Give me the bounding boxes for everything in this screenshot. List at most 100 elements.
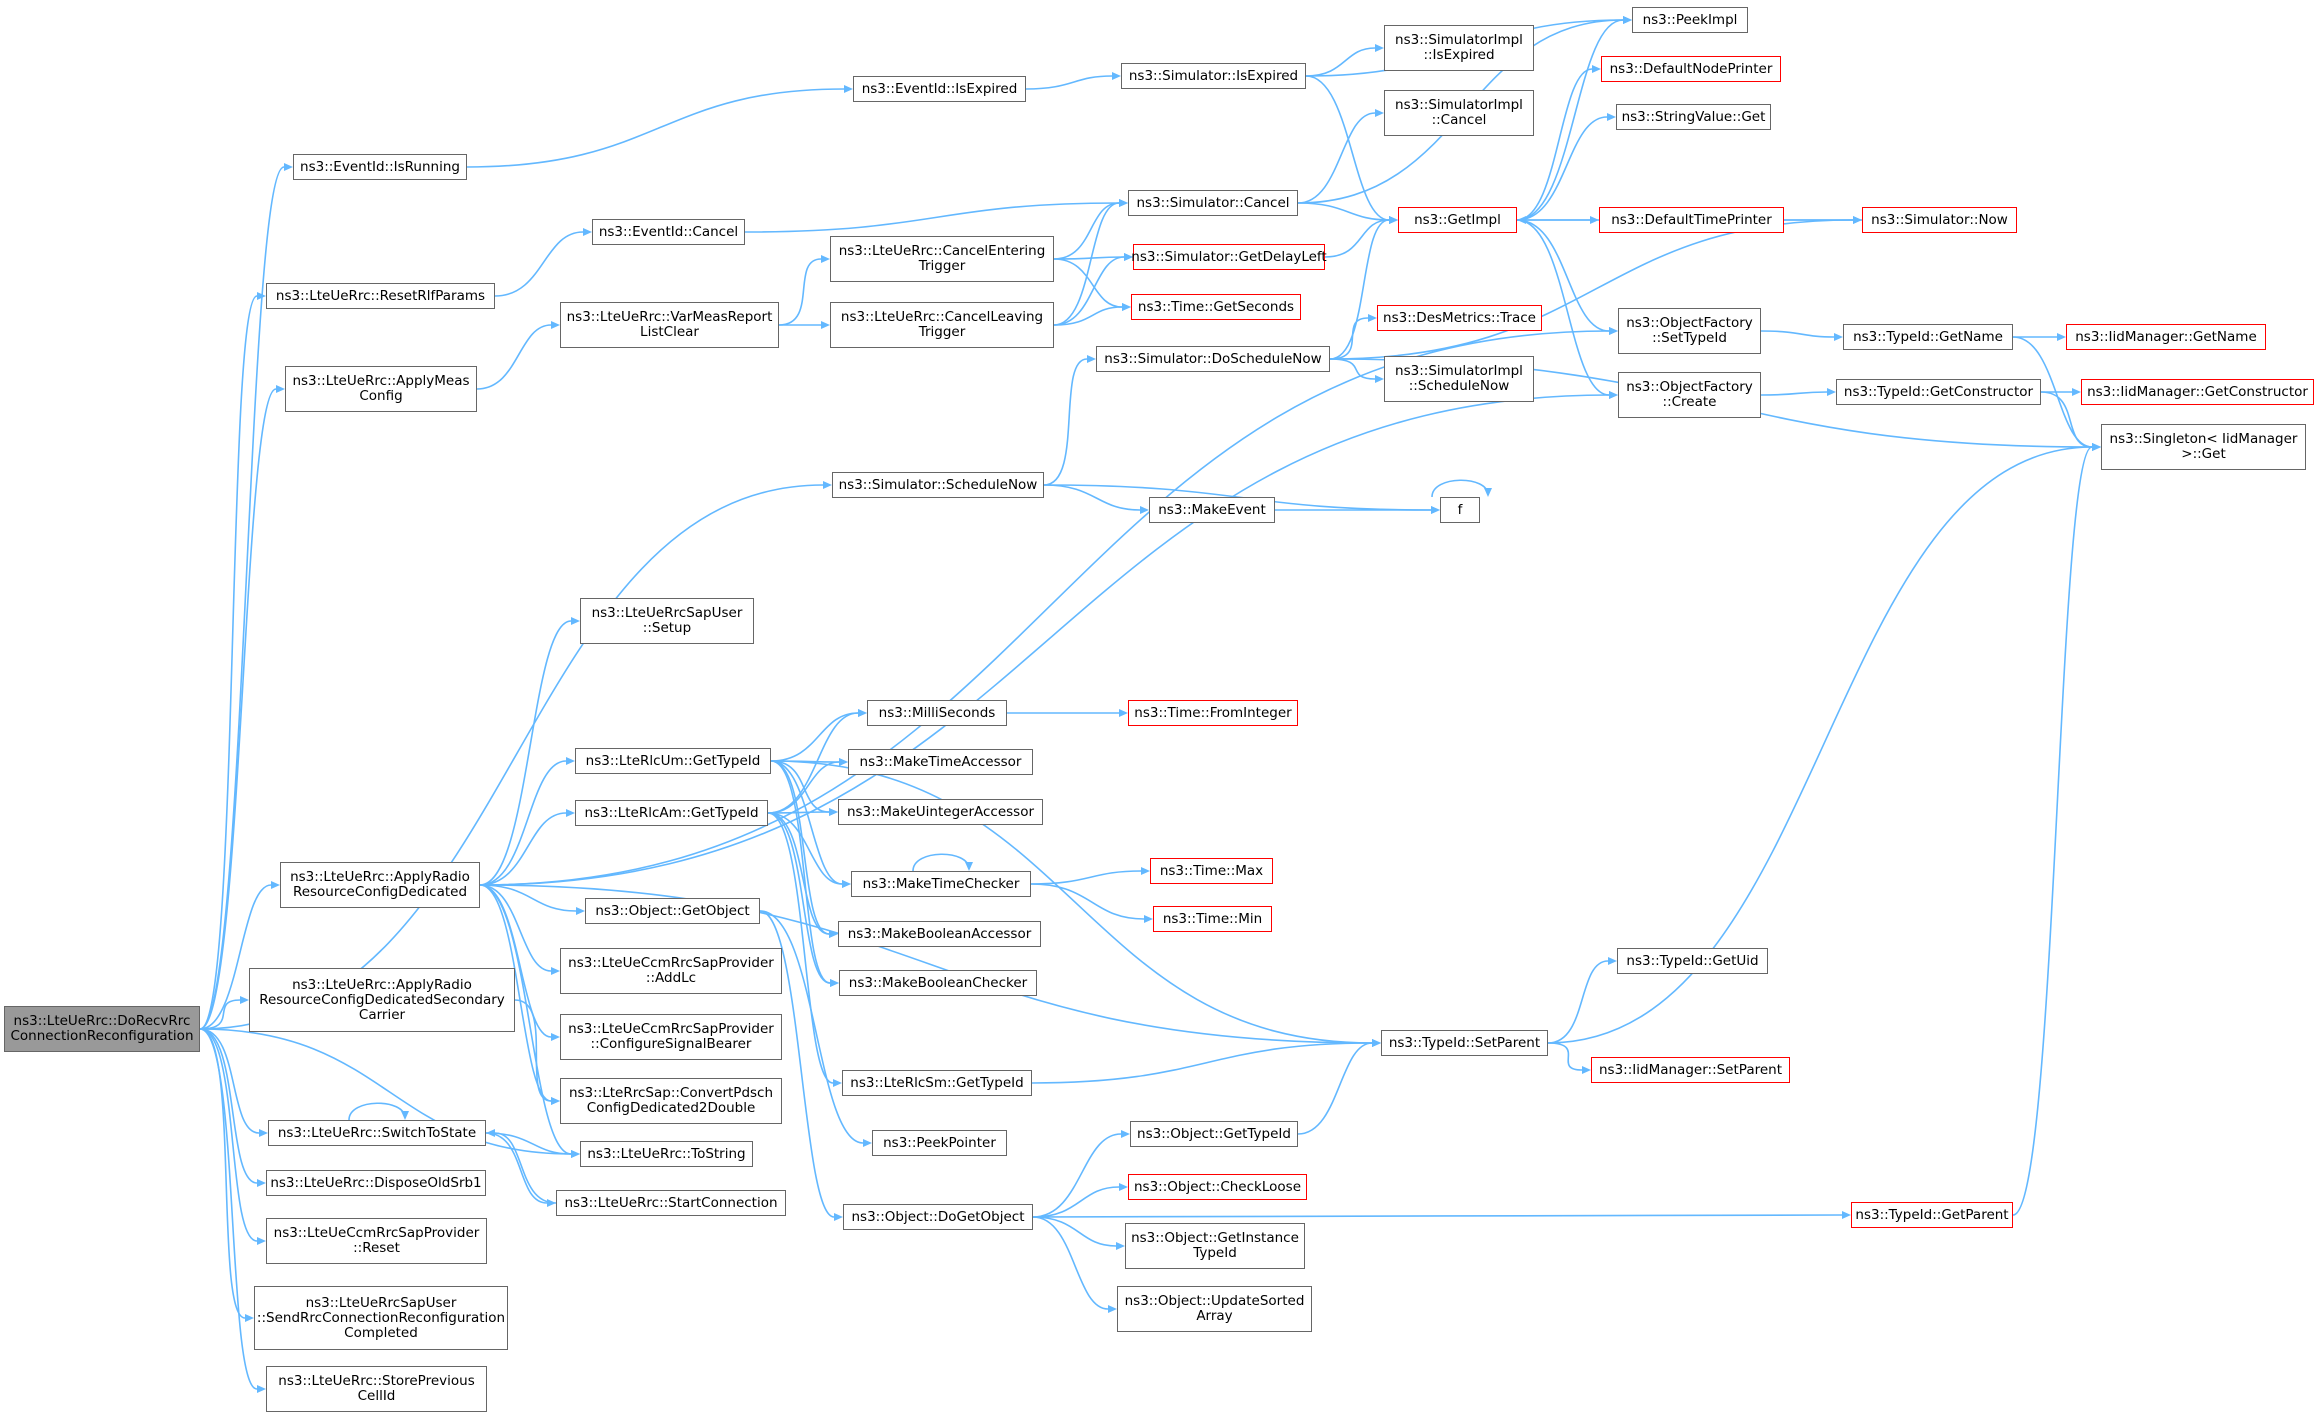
node-label-line: ns3::DefaultNodePrinter xyxy=(1609,60,1773,77)
node-get-impl[interactable]: ns3::GetImpl xyxy=(1398,207,1517,233)
node-um-get-type-id[interactable]: ns3::LteRlcUm::GetTypeId xyxy=(575,748,771,774)
node-make-uint-acc[interactable]: ns3::MakeUintegerAccessor xyxy=(838,799,1043,825)
node-tid-get-cons[interactable]: ns3::TypeId::GetConstructor xyxy=(1836,379,2041,405)
node-milli-sec[interactable]: ns3::MilliSeconds xyxy=(867,700,1007,726)
node-obj-check-loose[interactable]: ns3::Object::CheckLoose xyxy=(1128,1174,1307,1200)
call-edge xyxy=(199,292,266,1030)
node-make-bool-chk[interactable]: ns3::MakeBooleanChecker xyxy=(839,970,1037,996)
node-label-line: ns3::Simulator::DoScheduleNow xyxy=(1104,350,1322,367)
node-sim-delay-left[interactable]: ns3::Simulator::GetDelayLeft xyxy=(1131,244,1327,270)
node-label-line: ns3::Object::CheckLoose xyxy=(1133,1178,1301,1195)
node-ev-is-expired[interactable]: ns3::EventId::IsExpired xyxy=(853,76,1026,102)
node-time-max[interactable]: ns3::Time::Max xyxy=(1150,858,1273,884)
edge-arrowhead xyxy=(829,930,838,938)
node-ccm-add-lc[interactable]: ns3::LteUeCcmRrcSapProvider::AddLc xyxy=(560,948,782,994)
node-label-line: ns3::Object::GetTypeId xyxy=(1137,1125,1291,1142)
node-tid-set-parent[interactable]: ns3::TypeId::SetParent xyxy=(1381,1030,1548,1056)
node-ev-is-running[interactable]: ns3::EventId::IsRunning xyxy=(293,154,467,180)
node-label-line: ns3::MilliSeconds xyxy=(878,704,996,721)
node-def-node-printer[interactable]: ns3::DefaultNodePrinter xyxy=(1601,56,1781,82)
node-label-line: ns3::DesMetrics::Trace xyxy=(1383,309,1536,326)
call-edge xyxy=(1431,479,1492,498)
node-label-line: Completed xyxy=(344,1324,418,1341)
node-impl-is-expired[interactable]: ns3::SimulatorImpl::IsExpired xyxy=(1384,25,1534,71)
edge-arrowhead xyxy=(1484,488,1492,497)
edge-arrowhead xyxy=(1119,1183,1128,1191)
call-edge xyxy=(1516,113,1616,221)
node-label-line: ns3::Object::GetInstance xyxy=(1131,1230,1299,1246)
call-edge xyxy=(1760,330,1843,341)
call-edge xyxy=(486,1129,557,1204)
call-edge xyxy=(1324,216,1398,258)
node-def-time-printer[interactable]: ns3::DefaultTimePrinter xyxy=(1599,207,1784,233)
node-ccm-conf-sig[interactable]: ns3::LteUeCcmRrcSapProvider::ConfigureSi… xyxy=(560,1014,782,1060)
node-iid-get-cons[interactable]: ns3::IidManager::GetConstructor xyxy=(2081,379,2314,405)
call-edge xyxy=(1032,1216,1125,1250)
node-iid-set-parent[interactable]: ns3::IidManager::SetParent xyxy=(1591,1057,1790,1083)
call-edge xyxy=(912,853,973,872)
node-make-time-acc[interactable]: ns3::MakeTimeAccessor xyxy=(848,749,1033,775)
edge-arrowhead xyxy=(830,979,839,987)
node-obj-get-object[interactable]: ns3::Object::GetObject xyxy=(585,898,760,924)
node-obj-get-type-id[interactable]: ns3::Object::GetTypeId xyxy=(1130,1121,1298,1147)
node-switch-state[interactable]: ns3::LteUeRrc::SwitchToState xyxy=(268,1120,486,1146)
node-sim-is-expired[interactable]: ns3::Simulator::IsExpired xyxy=(1121,63,1306,89)
node-tid-get-parent[interactable]: ns3::TypeId::GetParent xyxy=(1851,1202,2013,1228)
node-make-event[interactable]: ns3::MakeEvent xyxy=(1149,497,1275,523)
edge-arrowhead xyxy=(257,292,266,300)
edge-arrowhead xyxy=(551,321,560,329)
node-impl-sched-now[interactable]: ns3::SimulatorImpl::ScheduleNow xyxy=(1384,356,1534,402)
node-time-from-int[interactable]: ns3::Time::FromInteger xyxy=(1128,700,1298,726)
node-sim-sched-now[interactable]: ns3::Simulator::ScheduleNow xyxy=(832,472,1044,498)
node-impl-cancel[interactable]: ns3::SimulatorImpl::Cancel xyxy=(1384,90,1534,136)
node-iid-get-name[interactable]: ns3::IidManager::GetName xyxy=(2066,324,2266,350)
node-ccm-reset[interactable]: ns3::LteUeCcmRrcSapProvider::Reset xyxy=(266,1218,487,1264)
node-am-get-type-id[interactable]: ns3::LteRlcAm::GetTypeId xyxy=(575,800,768,826)
node-make-time-chk[interactable]: ns3::MakeTimeChecker xyxy=(851,871,1031,897)
edge-arrowhead xyxy=(2072,388,2081,396)
node-time-min[interactable]: ns3::Time::Min xyxy=(1153,906,1272,932)
node-peek-impl[interactable]: ns3::PeekImpl xyxy=(1632,7,1748,33)
node-dispose-srb1[interactable]: ns3::LteUeRrc::DisposeOldSrb1 xyxy=(266,1170,486,1196)
edge-arrowhead xyxy=(1842,1211,1851,1219)
node-tid-get-uid[interactable]: ns3::TypeId::GetUid xyxy=(1617,948,1768,974)
node-time-get-sec[interactable]: ns3::Time::GetSeconds xyxy=(1131,294,1301,320)
call-edge xyxy=(2041,388,2081,396)
node-label-line: ns3::LteUeRrc::ToString xyxy=(587,1145,746,1162)
node-ev-cancel[interactable]: ns3::EventId::Cancel xyxy=(592,219,745,245)
node-sim-do-sched[interactable]: ns3::Simulator::DoScheduleNow xyxy=(1096,346,1330,372)
node-sim-now[interactable]: ns3::Simulator::Now xyxy=(1862,207,2017,233)
call-edge xyxy=(1043,355,1096,486)
node-of-set-type-id[interactable]: ns3::ObjectFactory::SetTypeId xyxy=(1618,308,1761,354)
node-des-trace[interactable]: ns3::DesMetrics::Trace xyxy=(1377,305,1542,331)
call-edge xyxy=(1007,709,1128,717)
node-peek-ptr[interactable]: ns3::PeekPointer xyxy=(872,1130,1007,1156)
call-edge xyxy=(1053,258,1131,311)
node-send-reconf[interactable]: ns3::LteUeRrcSapUser::SendRrcConnectionR… xyxy=(254,1286,508,1350)
node-sap-setup[interactable]: ns3::LteUeRrcSapUser::Setup xyxy=(580,598,754,644)
node-of-create[interactable]: ns3::ObjectFactory::Create xyxy=(1618,372,1761,418)
node-to-string[interactable]: ns3::LteUeRrc::ToString xyxy=(580,1141,753,1167)
node-reset-rlf[interactable]: ns3::LteUeRrc::ResetRlfParams xyxy=(266,283,495,309)
edge-arrowhead xyxy=(1623,16,1632,24)
node-sim-cancel[interactable]: ns3::Simulator::Cancel xyxy=(1128,190,1298,216)
node-make-bool-acc[interactable]: ns3::MakeBooleanAccessor xyxy=(838,921,1041,947)
node-sm-get-type-id[interactable]: ns3::LteRlcSm::GetTypeId xyxy=(842,1070,1032,1096)
node-start-conn[interactable]: ns3::LteUeRrc::StartConnection xyxy=(556,1190,786,1216)
node-singleton[interactable]: ns3::Singleton< IidManager>::Get xyxy=(2101,424,2306,470)
node-label-line: ::ConfigureSignalBearer xyxy=(590,1036,752,1052)
node-f[interactable]: f xyxy=(1440,497,1480,523)
node-str-val-get[interactable]: ns3::StringValue::Get xyxy=(1616,104,1771,130)
node-obj-do-get[interactable]: ns3::Object::DoGetObject xyxy=(843,1204,1033,1230)
node-tid-get-name[interactable]: ns3::TypeId::GetName xyxy=(1843,324,2013,350)
